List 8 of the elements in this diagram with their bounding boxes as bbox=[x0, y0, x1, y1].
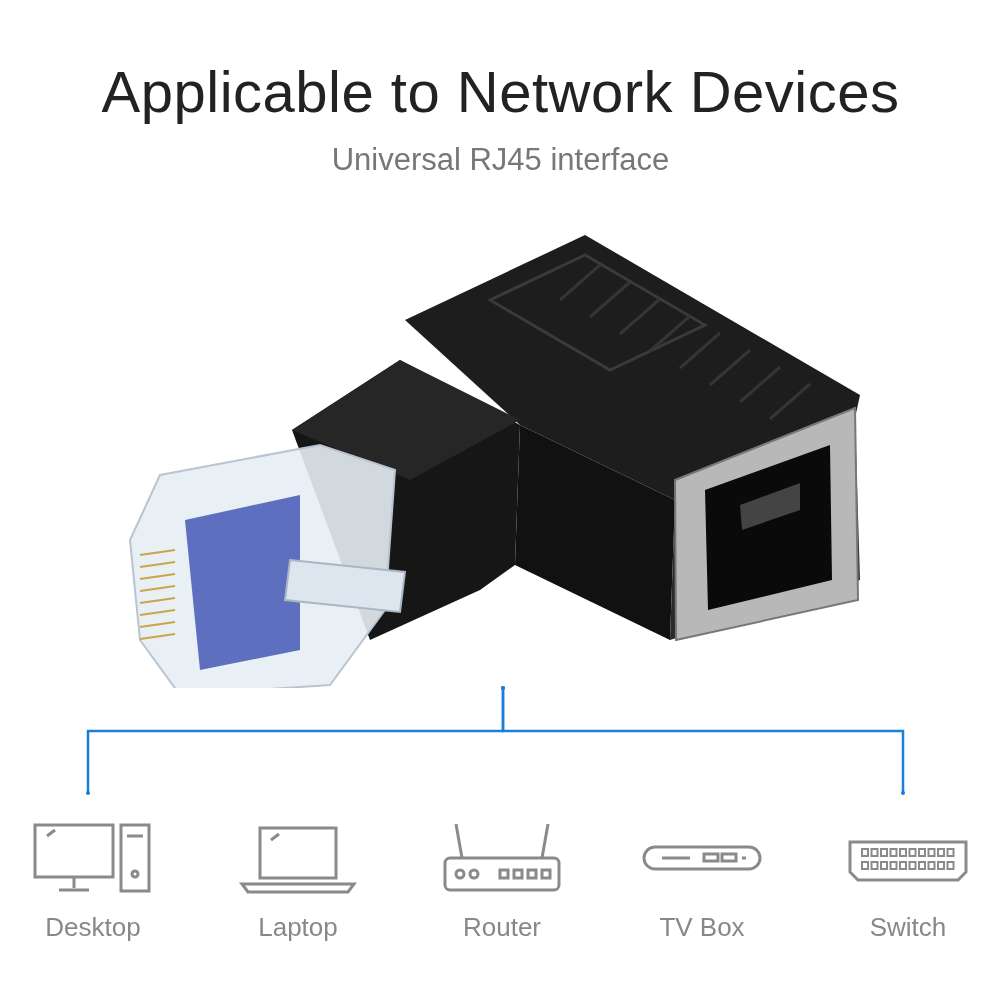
subtitle: Universal RJ45 interface bbox=[330, 142, 671, 178]
title: Applicable to Network Devices bbox=[100, 58, 901, 125]
device-label: Desktop bbox=[44, 912, 142, 943]
device-label: Router bbox=[461, 912, 542, 943]
connector-line bbox=[501, 686, 905, 795]
device-label: Laptop bbox=[257, 912, 339, 943]
device-label: TV Box bbox=[658, 912, 746, 943]
device-label: Switch bbox=[868, 912, 948, 943]
